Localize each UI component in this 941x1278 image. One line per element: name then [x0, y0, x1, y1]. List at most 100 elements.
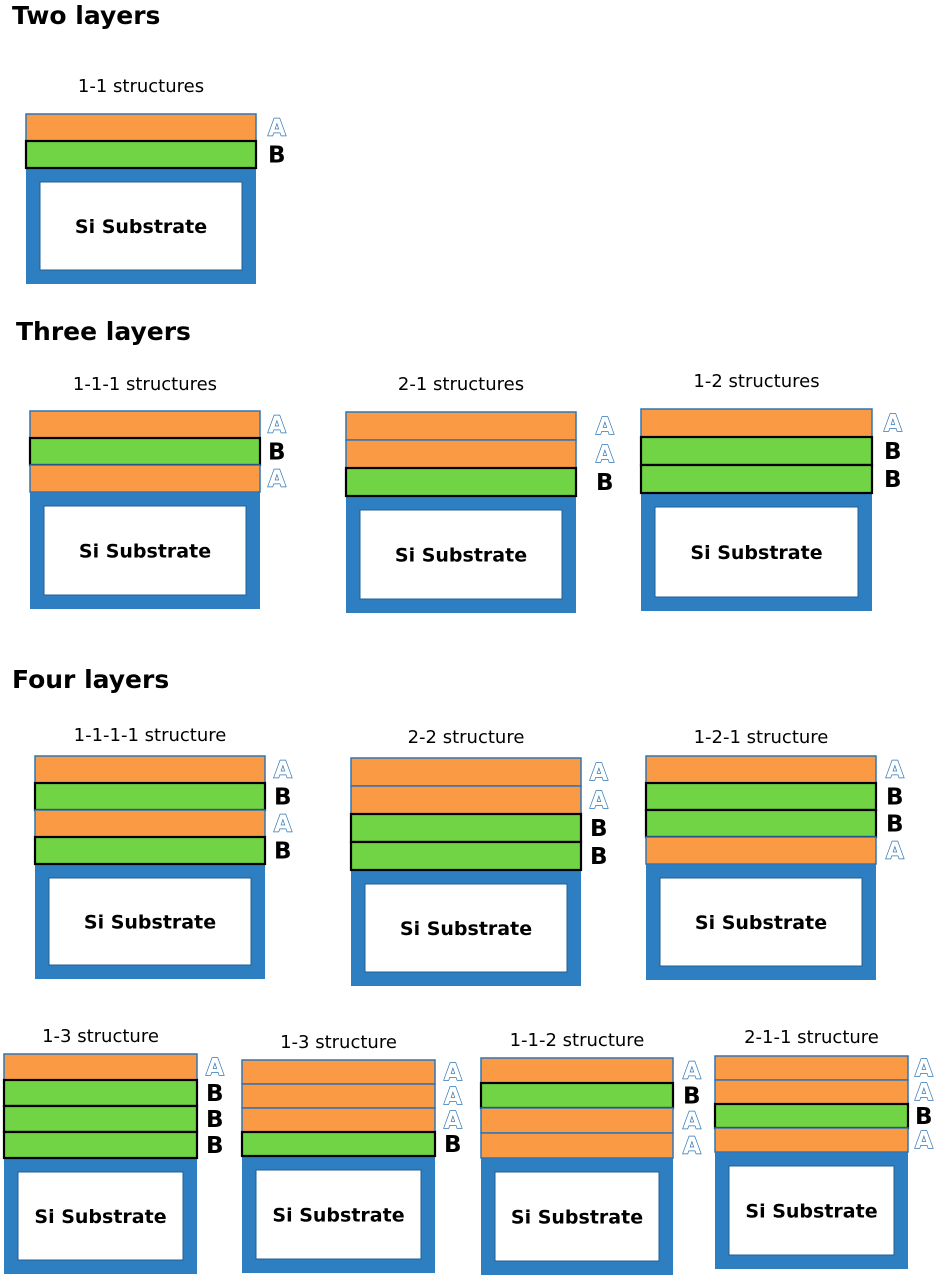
- layer-a-label: A: [444, 1060, 462, 1086]
- layer-a-label: A: [268, 413, 286, 439]
- layer-a-label: A: [683, 1059, 701, 1085]
- layer-b: [240, 1130, 437, 1158]
- layer-a: [350, 785, 582, 815]
- layer-b-label: B: [206, 1081, 224, 1107]
- layer-b-label: B: [886, 785, 904, 811]
- layer-a: [241, 1107, 436, 1133]
- layer-a-label: A: [596, 414, 614, 440]
- layer-a-label: A: [915, 1080, 933, 1106]
- substrate-inner: [654, 506, 859, 598]
- layer-b: [713, 1102, 910, 1130]
- structure-title: 2-1 structures: [398, 374, 524, 395]
- layer-a-label: A: [444, 1108, 462, 1134]
- structure-title: 1-1-2 structure: [510, 1030, 645, 1051]
- substrate-inner: [17, 1171, 184, 1261]
- layer-b-label: B: [274, 839, 292, 865]
- layer-b-label: B: [915, 1104, 933, 1130]
- structure-title: 1-1-1-1 structure: [74, 725, 227, 746]
- layer-b-label: B: [884, 439, 902, 465]
- substrate-label: Si Substrate: [79, 541, 211, 563]
- substrate-label: Si Substrate: [272, 1205, 404, 1227]
- layer-a: [345, 411, 577, 441]
- layer-a: [645, 836, 877, 865]
- layer-a: [29, 464, 261, 493]
- layer-a: [480, 1107, 674, 1134]
- layer-a-label: A: [915, 1128, 933, 1154]
- layer-a: [34, 809, 266, 838]
- layer-a-label: A: [274, 812, 292, 838]
- substrate-label: Si Substrate: [511, 1207, 643, 1229]
- structure-title: 1-2-1 structure: [694, 727, 829, 748]
- layer-b-label: B: [884, 467, 902, 493]
- layer-a-label: A: [683, 1109, 701, 1135]
- layer-a-label: A: [596, 442, 614, 468]
- layer-a: [345, 439, 577, 469]
- layer-a: [480, 1057, 674, 1084]
- substrate-label: Si Substrate: [34, 1206, 166, 1228]
- substrate-label: Si Substrate: [84, 912, 216, 934]
- substrate-label: Si Substrate: [695, 912, 827, 934]
- layer-a: [3, 1053, 198, 1081]
- layer-b-label: B: [206, 1133, 224, 1159]
- substrate-inner: [255, 1169, 422, 1260]
- layer-a: [480, 1132, 674, 1159]
- layer-b: [644, 808, 878, 839]
- layer-a-label: A: [268, 116, 286, 142]
- layer-a-label: A: [886, 839, 904, 865]
- layer-b-label: B: [590, 816, 608, 842]
- layer-b-label: B: [590, 844, 608, 870]
- layer-b: [644, 781, 878, 812]
- layer-b: [479, 1081, 675, 1110]
- layer-a-label: A: [206, 1055, 224, 1081]
- layer-b: [2, 1078, 199, 1108]
- layer-b: [28, 436, 262, 467]
- structure-title: 1-3 structure: [280, 1032, 397, 1053]
- layer-a: [241, 1059, 436, 1085]
- substrate-inner: [43, 505, 247, 596]
- substrate-label: Si Substrate: [690, 542, 822, 564]
- layer-a-label: A: [590, 760, 608, 786]
- layer-b: [2, 1104, 199, 1134]
- layer-a-label: A: [274, 758, 292, 784]
- layer-a: [350, 757, 582, 787]
- substrate-inner: [39, 181, 243, 271]
- layer-a: [34, 755, 266, 784]
- substrate-label: Si Substrate: [395, 545, 527, 567]
- substrate-inner: [364, 883, 568, 973]
- layer-a-label: A: [683, 1134, 701, 1160]
- layer-a-label: A: [268, 467, 286, 493]
- layer-a-label: A: [884, 411, 902, 437]
- substrate-inner: [359, 509, 563, 600]
- substrate-inner: [659, 877, 863, 967]
- layer-b: [349, 812, 583, 844]
- layer-b-label: B: [268, 143, 286, 169]
- layer-a: [714, 1055, 909, 1081]
- substrate-label: Si Substrate: [745, 1201, 877, 1223]
- layer-b-label: B: [206, 1107, 224, 1133]
- structure-title: 1-3 structure: [42, 1026, 159, 1047]
- layer-b-label: B: [886, 812, 904, 838]
- layer-a: [714, 1127, 909, 1153]
- layer-a: [645, 755, 877, 784]
- layer-a-label: A: [886, 758, 904, 784]
- layer-b: [639, 463, 874, 495]
- layer-b-label: B: [444, 1132, 462, 1158]
- layer-b-label: B: [268, 440, 286, 466]
- section-title: Three layers: [16, 317, 191, 346]
- layer-b: [33, 835, 267, 866]
- layer-b: [2, 1130, 199, 1160]
- layer-a: [640, 408, 873, 438]
- layer-b: [344, 466, 578, 498]
- layer-b-label: B: [274, 785, 292, 811]
- layer-b-label: B: [596, 470, 614, 496]
